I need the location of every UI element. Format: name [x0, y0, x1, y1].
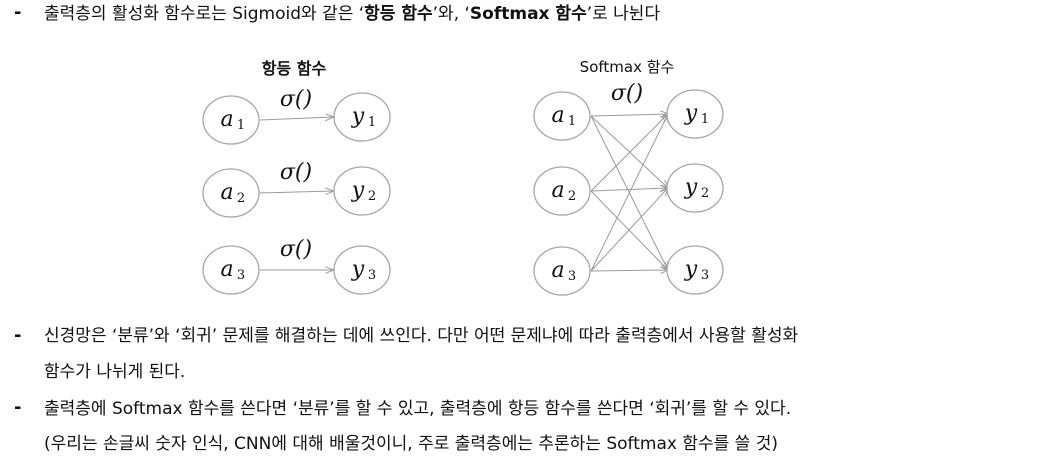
identity-edge-2: [259, 191, 333, 193]
output-node-y2-subscript: 2: [368, 189, 376, 204]
text-segment: ’로 나뉜다: [586, 4, 661, 24]
input-node-a1-symbol: a: [220, 107, 233, 132]
text-segment: 함수가 나뉘게 된다.: [44, 362, 186, 382]
text-segment: 신경망은 ‘분류’와 ‘회귀’ 문제를 해결하는 데에 쓰인다. 다만 어떤 문…: [44, 326, 799, 346]
bullet-marker-1: -: [14, 2, 22, 23]
softmax-edge-a1-y1: [590, 114, 668, 116]
softmax-edge-a2-y1: [590, 114, 668, 192]
identity-function-label-2: σ(): [280, 160, 312, 185]
output-node-y3-subscript: 3: [701, 268, 709, 283]
softmax-edge-a3-y2: [590, 188, 668, 272]
input-node-a2-circle: [533, 166, 591, 216]
bullet-3-line-1: 출력층에 Softmax 함수를 쓴다면 ‘분류’를 할 수 있고, 출력층에 …: [44, 397, 791, 421]
input-node-a3-symbol: a: [220, 257, 233, 282]
output-node-y2-symbol: y: [351, 178, 365, 203]
identity-edge-1: [259, 117, 333, 120]
input-node-a1-subscript: 1: [568, 114, 576, 129]
bullet-2-line-2: 함수가 나뉘게 된다.: [44, 360, 185, 384]
identity-function-labels: σ() σ() σ(): [280, 87, 312, 262]
output-node-y1-subscript: 1: [368, 115, 376, 130]
output-node-y2-circle: [666, 163, 724, 213]
softmax-edge-a2-y3: [590, 190, 668, 270]
output-node-y3-subscript: 3: [368, 268, 376, 283]
bullet-3-line-2: (우리는 손글씨 숫자 인식, CNN에 대해 배울것이니, 주로 출력층에는 …: [44, 432, 778, 456]
output-node-y2-symbol: y: [684, 175, 698, 200]
output-node-y1-symbol: y: [351, 104, 365, 129]
bullet-marker-3: -: [14, 397, 22, 418]
input-node-a1-subscript: 1: [237, 118, 245, 133]
input-node-a1-circle: [202, 95, 260, 145]
bullet-2-line-1: 신경망은 ‘분류’와 ‘회귀’ 문제를 해결하는 데에 쓰인다. 다만 어떤 문…: [44, 324, 798, 348]
input-node-a3-symbol: a: [551, 258, 564, 283]
input-node-a2-circle: [202, 168, 260, 218]
output-node-y2-circle: [333, 166, 391, 216]
input-node-a3-subscript: 3: [237, 268, 245, 283]
identity-function-label-3: σ(): [280, 237, 312, 262]
input-node-a3-subscript: 3: [568, 269, 576, 284]
output-node-y3-circle: [666, 245, 724, 295]
text-segment: (우리는 손글씨 숫자 인식, CNN에 대해 배울것이니, 주로 출력층에는 …: [44, 434, 778, 454]
text-segment: Softmax 함수: [469, 4, 587, 24]
output-node-y1-subscript: 1: [701, 112, 709, 127]
output-node-y1-circle: [333, 92, 391, 142]
output-node-y3-symbol: y: [351, 257, 365, 282]
output-node-y3-symbol: y: [684, 257, 698, 282]
input-node-a2-symbol: a: [551, 178, 564, 203]
text-segment: 항등 함수: [364, 4, 433, 24]
softmax-edge-a2-y2: [590, 188, 668, 191]
input-node-a2-subscript: 2: [237, 191, 245, 206]
input-node-a1-circle: [533, 91, 591, 141]
output-node-y1-symbol: y: [684, 101, 698, 126]
text-segment: ’와, ‘: [432, 4, 470, 24]
output-node-y2-subscript: 2: [701, 186, 709, 201]
bullet-marker-2: -: [14, 325, 22, 346]
softmax-edges: [590, 114, 668, 272]
output-node-y1-circle: [666, 89, 724, 139]
input-node-a2-subscript: 2: [568, 189, 576, 204]
softmax-edge-a3-y1: [590, 114, 668, 272]
identity-title: 항등 함수: [262, 59, 327, 78]
input-node-a3-circle: [533, 246, 591, 296]
identity-edges: [259, 117, 333, 270]
identity-function-label-1: σ(): [280, 87, 312, 112]
softmax-function-label: σ(): [611, 81, 643, 106]
output-node-y3-circle: [333, 245, 391, 295]
bullet-1-line-1: 출력층의 활성화 함수로는 Sigmoid와 같은 ‘항등 함수’와, ‘Sof…: [44, 2, 660, 26]
input-node-a1-symbol: a: [551, 103, 564, 128]
text-segment: 출력층의 활성화 함수로는 Sigmoid와 같은 ‘: [44, 4, 365, 24]
input-node-a3-circle: [202, 245, 260, 295]
input-node-a2-symbol: a: [220, 180, 233, 205]
softmax-title: Softmax 함수: [580, 58, 675, 76]
softmax-edge-a3-y3: [590, 270, 668, 271]
text-segment: 출력층에 Softmax 함수를 쓴다면 ‘분류’를 할 수 있고, 출력층에 …: [44, 399, 792, 419]
